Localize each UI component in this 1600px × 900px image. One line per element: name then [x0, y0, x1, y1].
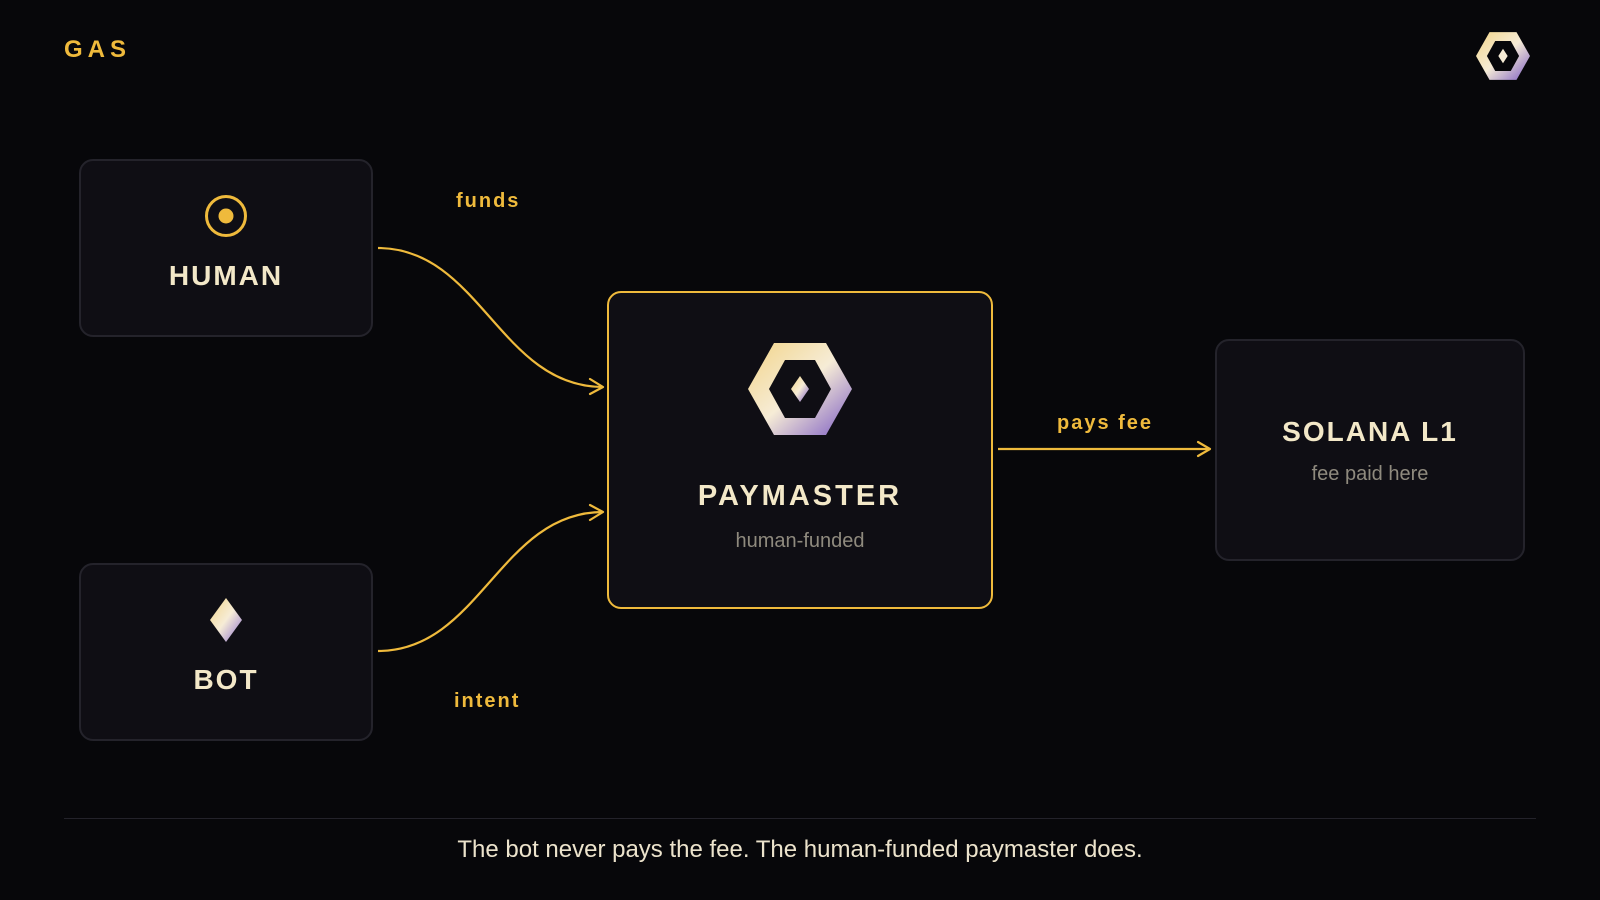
- diamond-icon: [210, 598, 242, 642]
- node-human-title: HUMAN: [168, 260, 284, 291]
- edge-label-funds: funds: [456, 190, 521, 212]
- edge-intent-arrowhead: [588, 503, 605, 522]
- edge-label-pays-fee: pays fee: [1057, 412, 1154, 434]
- section-label: GAS: [64, 36, 132, 63]
- target-circle-icon: [205, 195, 247, 237]
- node-bot: BOT: [79, 563, 373, 741]
- node-human: HUMAN: [79, 159, 373, 337]
- node-bot-title: BOT: [193, 664, 259, 695]
- node-paymaster: PAYMASTER human-funded: [607, 291, 993, 609]
- node-solana-title: SOLANA L1: [1282, 416, 1458, 447]
- edge-label-intent: intent: [454, 690, 521, 712]
- node-solana: SOLANA L1 fee paid here: [1215, 339, 1525, 561]
- node-solana-subtitle: fee paid here: [1311, 463, 1429, 485]
- edge-funds-arrowhead: [588, 377, 605, 396]
- footer-caption: The bot never pays the fee. The human-fu…: [457, 836, 1143, 863]
- node-paymaster-title: PAYMASTER: [697, 480, 903, 512]
- edge-funds-line: [377, 246, 604, 389]
- edge-intent-line: [377, 510, 604, 653]
- footer-divider: [64, 818, 1536, 819]
- node-paymaster-subtitle: human-funded: [735, 530, 865, 552]
- hexagon-diamond-logo-icon: [1476, 32, 1530, 80]
- edge-pays-fee-arrowhead: [1196, 440, 1212, 458]
- hexagon-diamond-logo-icon: [748, 343, 852, 435]
